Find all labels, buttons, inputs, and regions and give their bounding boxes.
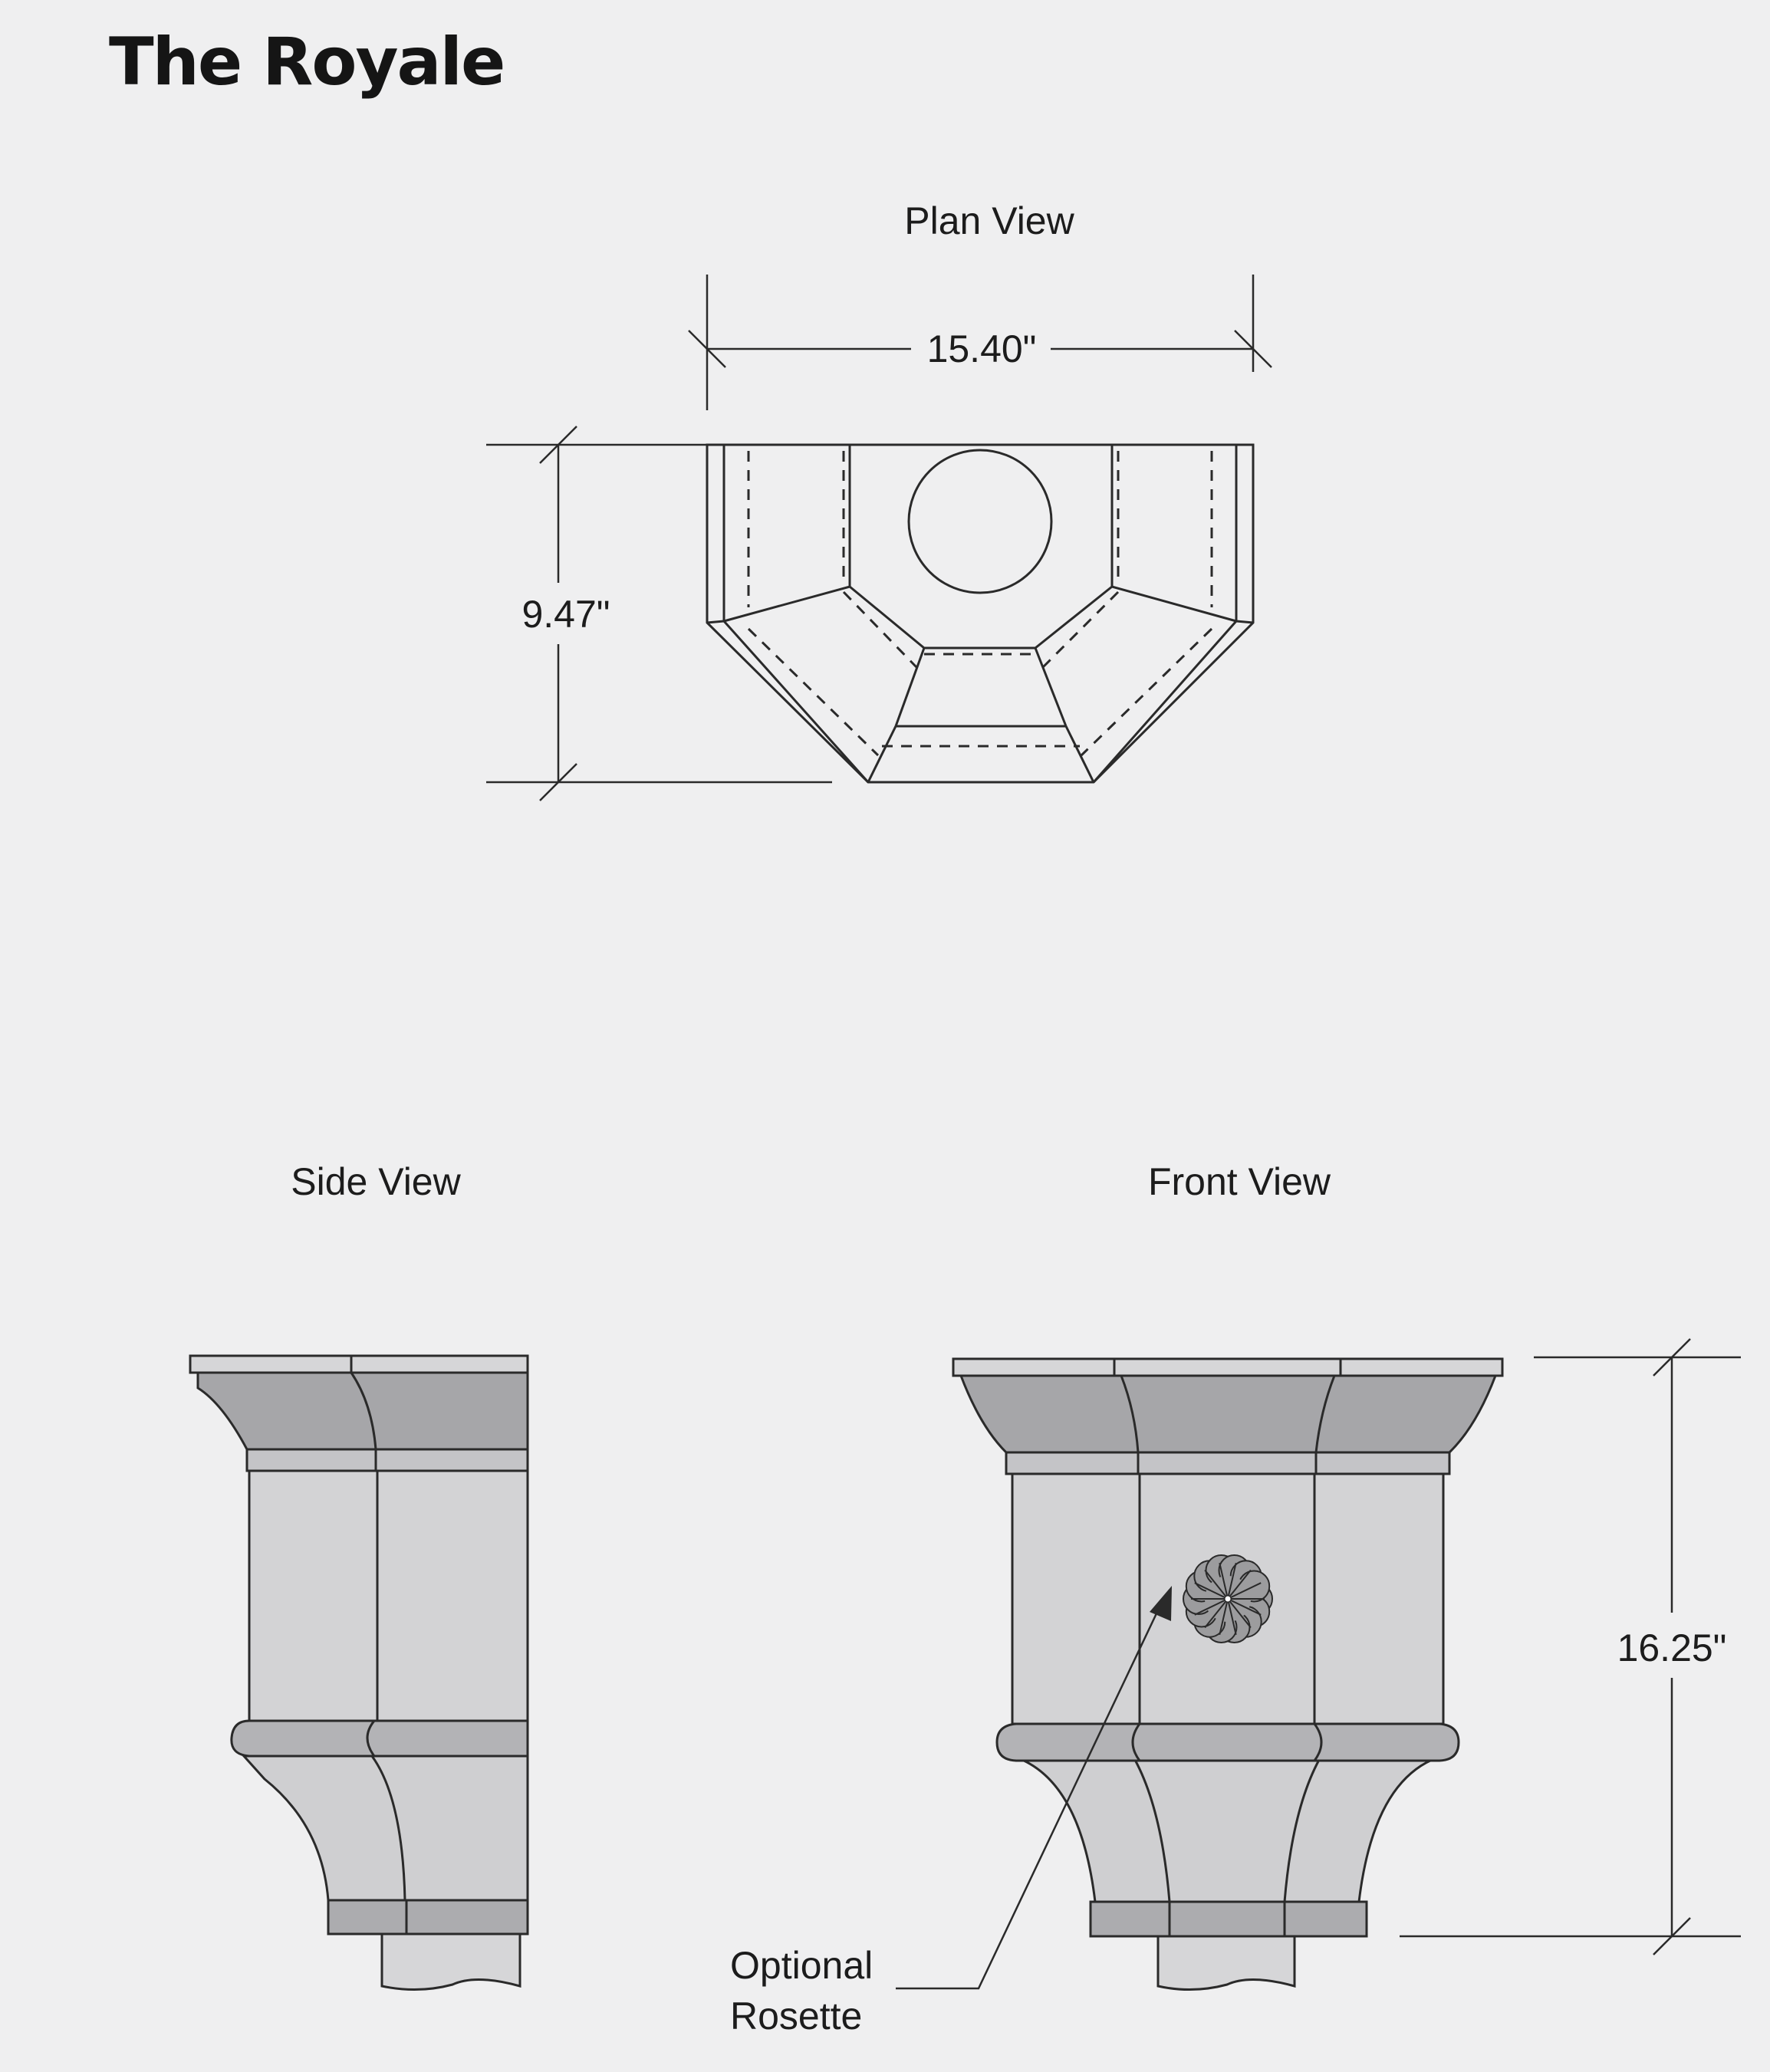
front-height-dimension: 16.25"	[1400, 1338, 1741, 1955]
front-lower-flare	[1022, 1758, 1433, 1903]
rosette-icon	[1183, 1554, 1273, 1643]
side-lower-flare	[241, 1755, 529, 1902]
side-upper-band	[245, 1448, 529, 1472]
rosette-spoke	[1219, 1562, 1229, 1600]
plan-width-dimension: 15.40"	[688, 275, 1272, 410]
rosette-callout: Optional Rosette	[730, 1586, 1172, 2037]
plan-hidden-lines	[747, 451, 1213, 757]
rosette-spoke	[1227, 1562, 1237, 1600]
front-shaft-stub	[1156, 1935, 1296, 1991]
rosette-spoke	[1194, 1582, 1229, 1600]
plan-view-heading: Plan View	[904, 199, 1074, 242]
side-crown-molding	[196, 1371, 529, 1451]
side-body	[248, 1469, 529, 1722]
rosette-spoke	[1227, 1598, 1252, 1629]
plan-outline	[706, 443, 1255, 784]
rosette-spoke	[1204, 1598, 1229, 1629]
plan-center-circle	[907, 449, 1053, 594]
front-crown-molding	[959, 1374, 1498, 1454]
front-view-heading: Front View	[1148, 1160, 1331, 1203]
side-ring	[230, 1719, 529, 1758]
front-top-cap	[952, 1357, 1504, 1377]
callout-line-2: Rosette	[730, 1995, 862, 2037]
rosette-center-dot	[1224, 1595, 1232, 1603]
callout-line-1: Optional	[730, 1944, 873, 1987]
rosette-spoke	[1194, 1598, 1229, 1616]
rosette-spoke	[1227, 1569, 1252, 1600]
rosette-spoke	[1227, 1582, 1262, 1600]
rosette-spoke	[1227, 1598, 1237, 1636]
side-shaft-stub	[380, 1932, 521, 1991]
front-height-label: 16.25"	[1617, 1626, 1727, 1669]
side-view: Side View	[189, 1160, 529, 1991]
rosette-spoke	[1204, 1569, 1229, 1600]
front-ring	[995, 1722, 1460, 1762]
side-top-cap	[189, 1354, 529, 1374]
rosette-spoke	[1219, 1598, 1229, 1636]
front-view: Front View	[730, 1160, 1741, 2037]
page-title: The Royale	[109, 24, 505, 100]
rosette-spoke	[1227, 1598, 1262, 1616]
plan-view: Plan View 15.40" 9.47"	[486, 199, 1272, 801]
front-bottom-plinth	[1089, 1900, 1368, 1938]
side-bottom-plinth	[327, 1899, 529, 1936]
front-upper-band	[1005, 1451, 1451, 1475]
plan-width-label: 15.40"	[927, 327, 1037, 370]
side-view-heading: Side View	[291, 1160, 461, 1203]
plan-depth-dimension: 9.47"	[486, 426, 832, 801]
plan-depth-label: 9.47"	[521, 593, 610, 636]
